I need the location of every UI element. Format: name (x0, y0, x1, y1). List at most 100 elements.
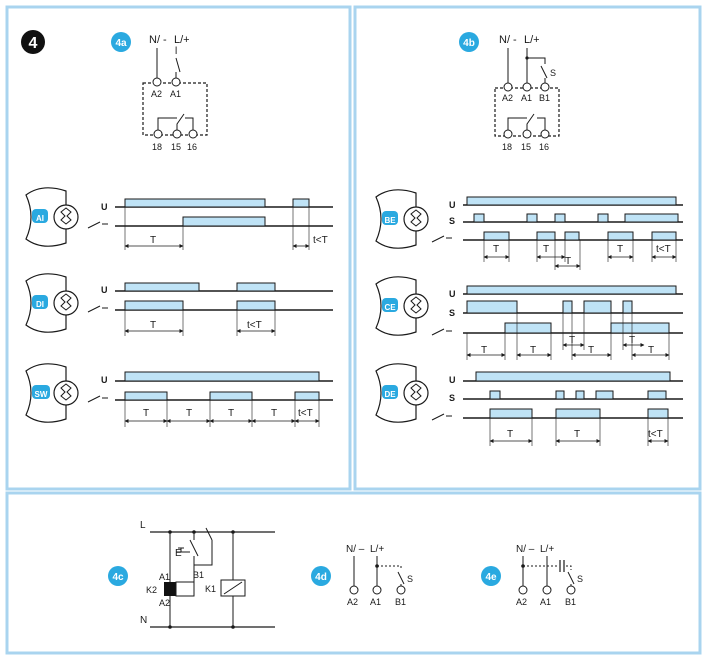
interval-label-sw-2: T (228, 408, 234, 419)
terminal-a1-4e (542, 585, 552, 595)
interval-label-ce-3: T (588, 345, 594, 356)
panel-top-right (353, 5, 702, 491)
interval-label-de-2: t<T (648, 429, 663, 440)
interval-label-di-0: T (150, 320, 156, 331)
label-l-marker: l (175, 46, 177, 57)
label-a1-4e: A1 (540, 597, 551, 607)
badge-4b (459, 32, 479, 52)
label-b1-4d: B1 (395, 597, 406, 607)
mode-code-de: DE (384, 390, 396, 399)
mode-badge-di (32, 295, 48, 309)
interval-label-be-2: T (565, 256, 571, 267)
badge-4d-label: 4d (315, 572, 327, 583)
switch-e-label: E (175, 548, 182, 559)
label-a1-4a: A1 (170, 89, 181, 99)
terminal-a2-4d (349, 585, 359, 595)
label-n-minus-4b: N/ - (499, 34, 517, 46)
badge-4a-label: 4a (115, 38, 127, 49)
terminal-16-4a (188, 129, 198, 139)
mode-sw: SW U T T T T t<T (25, 363, 333, 427)
terminal-18-4a (153, 129, 163, 139)
label-l-plus-4b: L/+ (524, 34, 540, 46)
label-a2-4d: A2 (347, 597, 358, 607)
label-k2-4c: K2 (146, 585, 157, 595)
interval-label-ce-0: T (481, 345, 487, 356)
signal-s-label-ce: S (449, 308, 455, 318)
label-18-4a: 18 (152, 142, 162, 152)
badge-4b-label: 4b (463, 38, 475, 49)
panel-4c: 4c L N E A1 K2 A2 B1 K1 (108, 520, 275, 629)
panel-4d: 4d N/ – L/+ S A2 A1 B1 (311, 544, 413, 607)
mode-ce: CE U S (375, 276, 683, 360)
terminal-b1-4d (396, 585, 406, 595)
panel-bottom (5, 491, 702, 655)
interval-label-di-1: t<T (247, 320, 262, 331)
label-l-plus: L/+ (174, 34, 190, 46)
mode-di: DI U T t<T (25, 273, 333, 336)
label-16-4a: 16 (187, 142, 197, 152)
interval-label-ce-2: T (569, 335, 575, 346)
label-a2-4b: A2 (502, 93, 513, 103)
signal-s-label-be: S (449, 216, 455, 226)
mode-knob-be (375, 189, 429, 249)
terminal-a2-4e (518, 585, 528, 595)
label-n-minus-4d: N/ – (346, 544, 365, 555)
signal-u-label-ce: U (449, 289, 456, 299)
rail-n-label: N (140, 615, 147, 626)
interval-label-sw-4: t<T (298, 408, 313, 419)
rail-l-label: L (140, 520, 146, 531)
mode-code-sw: SW (35, 390, 48, 399)
panel-4a: 4a N/ - L/+ l A2 A1 18 15 16 (111, 32, 208, 152)
label-s-4e: S (577, 574, 583, 584)
mode-badge-ce (382, 298, 398, 312)
label-18-4b: 18 (502, 142, 512, 152)
label-15-4a: 15 (171, 142, 181, 152)
mode-badge-sw (32, 385, 50, 399)
interval-label-ce-4: T (629, 335, 635, 346)
mode-badge-ai (32, 209, 48, 223)
interval-label-ce-5: T (648, 345, 654, 356)
terminal-a1-4b (522, 82, 532, 92)
mode-de: DE U S T T t<T (375, 363, 683, 446)
panel-top-left (5, 5, 352, 491)
signal-s-label-de: S (449, 393, 455, 403)
label-15-4b: 15 (521, 142, 531, 152)
label-a2-4a: A2 (151, 89, 162, 99)
signal-u-label-di: U (101, 285, 108, 295)
terminal-16-4b (540, 129, 550, 139)
mode-knob-ce (375, 276, 429, 336)
relay-coil-k2 (164, 582, 176, 596)
label-n-minus: N/ - (149, 34, 167, 46)
label-a1-4b: A1 (521, 93, 532, 103)
interval-label-be-0: T (493, 244, 499, 255)
badge-4a (111, 32, 131, 52)
terminal-b1-4e (566, 585, 576, 595)
mode-knob-di (25, 273, 79, 333)
interval-label-ce-1: T (530, 345, 536, 356)
terminal-15-4b (522, 129, 532, 139)
mode-code-di: DI (36, 300, 44, 309)
label-l-plus-4d: L/+ (370, 544, 384, 555)
interval-label-be-4: t<T (656, 244, 671, 255)
interval-label-ai-1: t<T (313, 235, 328, 246)
mode-be: BE U S (375, 189, 683, 270)
label-a1-4c: A1 (159, 572, 170, 582)
interval-label-sw-3: T (271, 408, 277, 419)
mode-code-ai: AI (36, 214, 44, 223)
mode-code-ce: CE (384, 303, 396, 312)
label-s-4b: S (550, 68, 556, 78)
mode-knob-sw (25, 363, 79, 423)
interval-label-be-1: T (543, 244, 549, 255)
figure-number-badge (21, 30, 45, 54)
badge-4c-label: 4c (112, 572, 124, 583)
figure-number: 4 (29, 35, 38, 52)
badge-4c (108, 566, 128, 586)
label-b1-4c: B1 (193, 570, 204, 580)
badge-4e-label: 4e (485, 572, 497, 583)
terminal-a2-4a (152, 77, 162, 87)
mode-badge-de (382, 385, 398, 399)
signal-u-label-de: U (449, 375, 456, 385)
terminal-a1-4a (171, 77, 181, 87)
terminal-15-4a (172, 129, 182, 139)
